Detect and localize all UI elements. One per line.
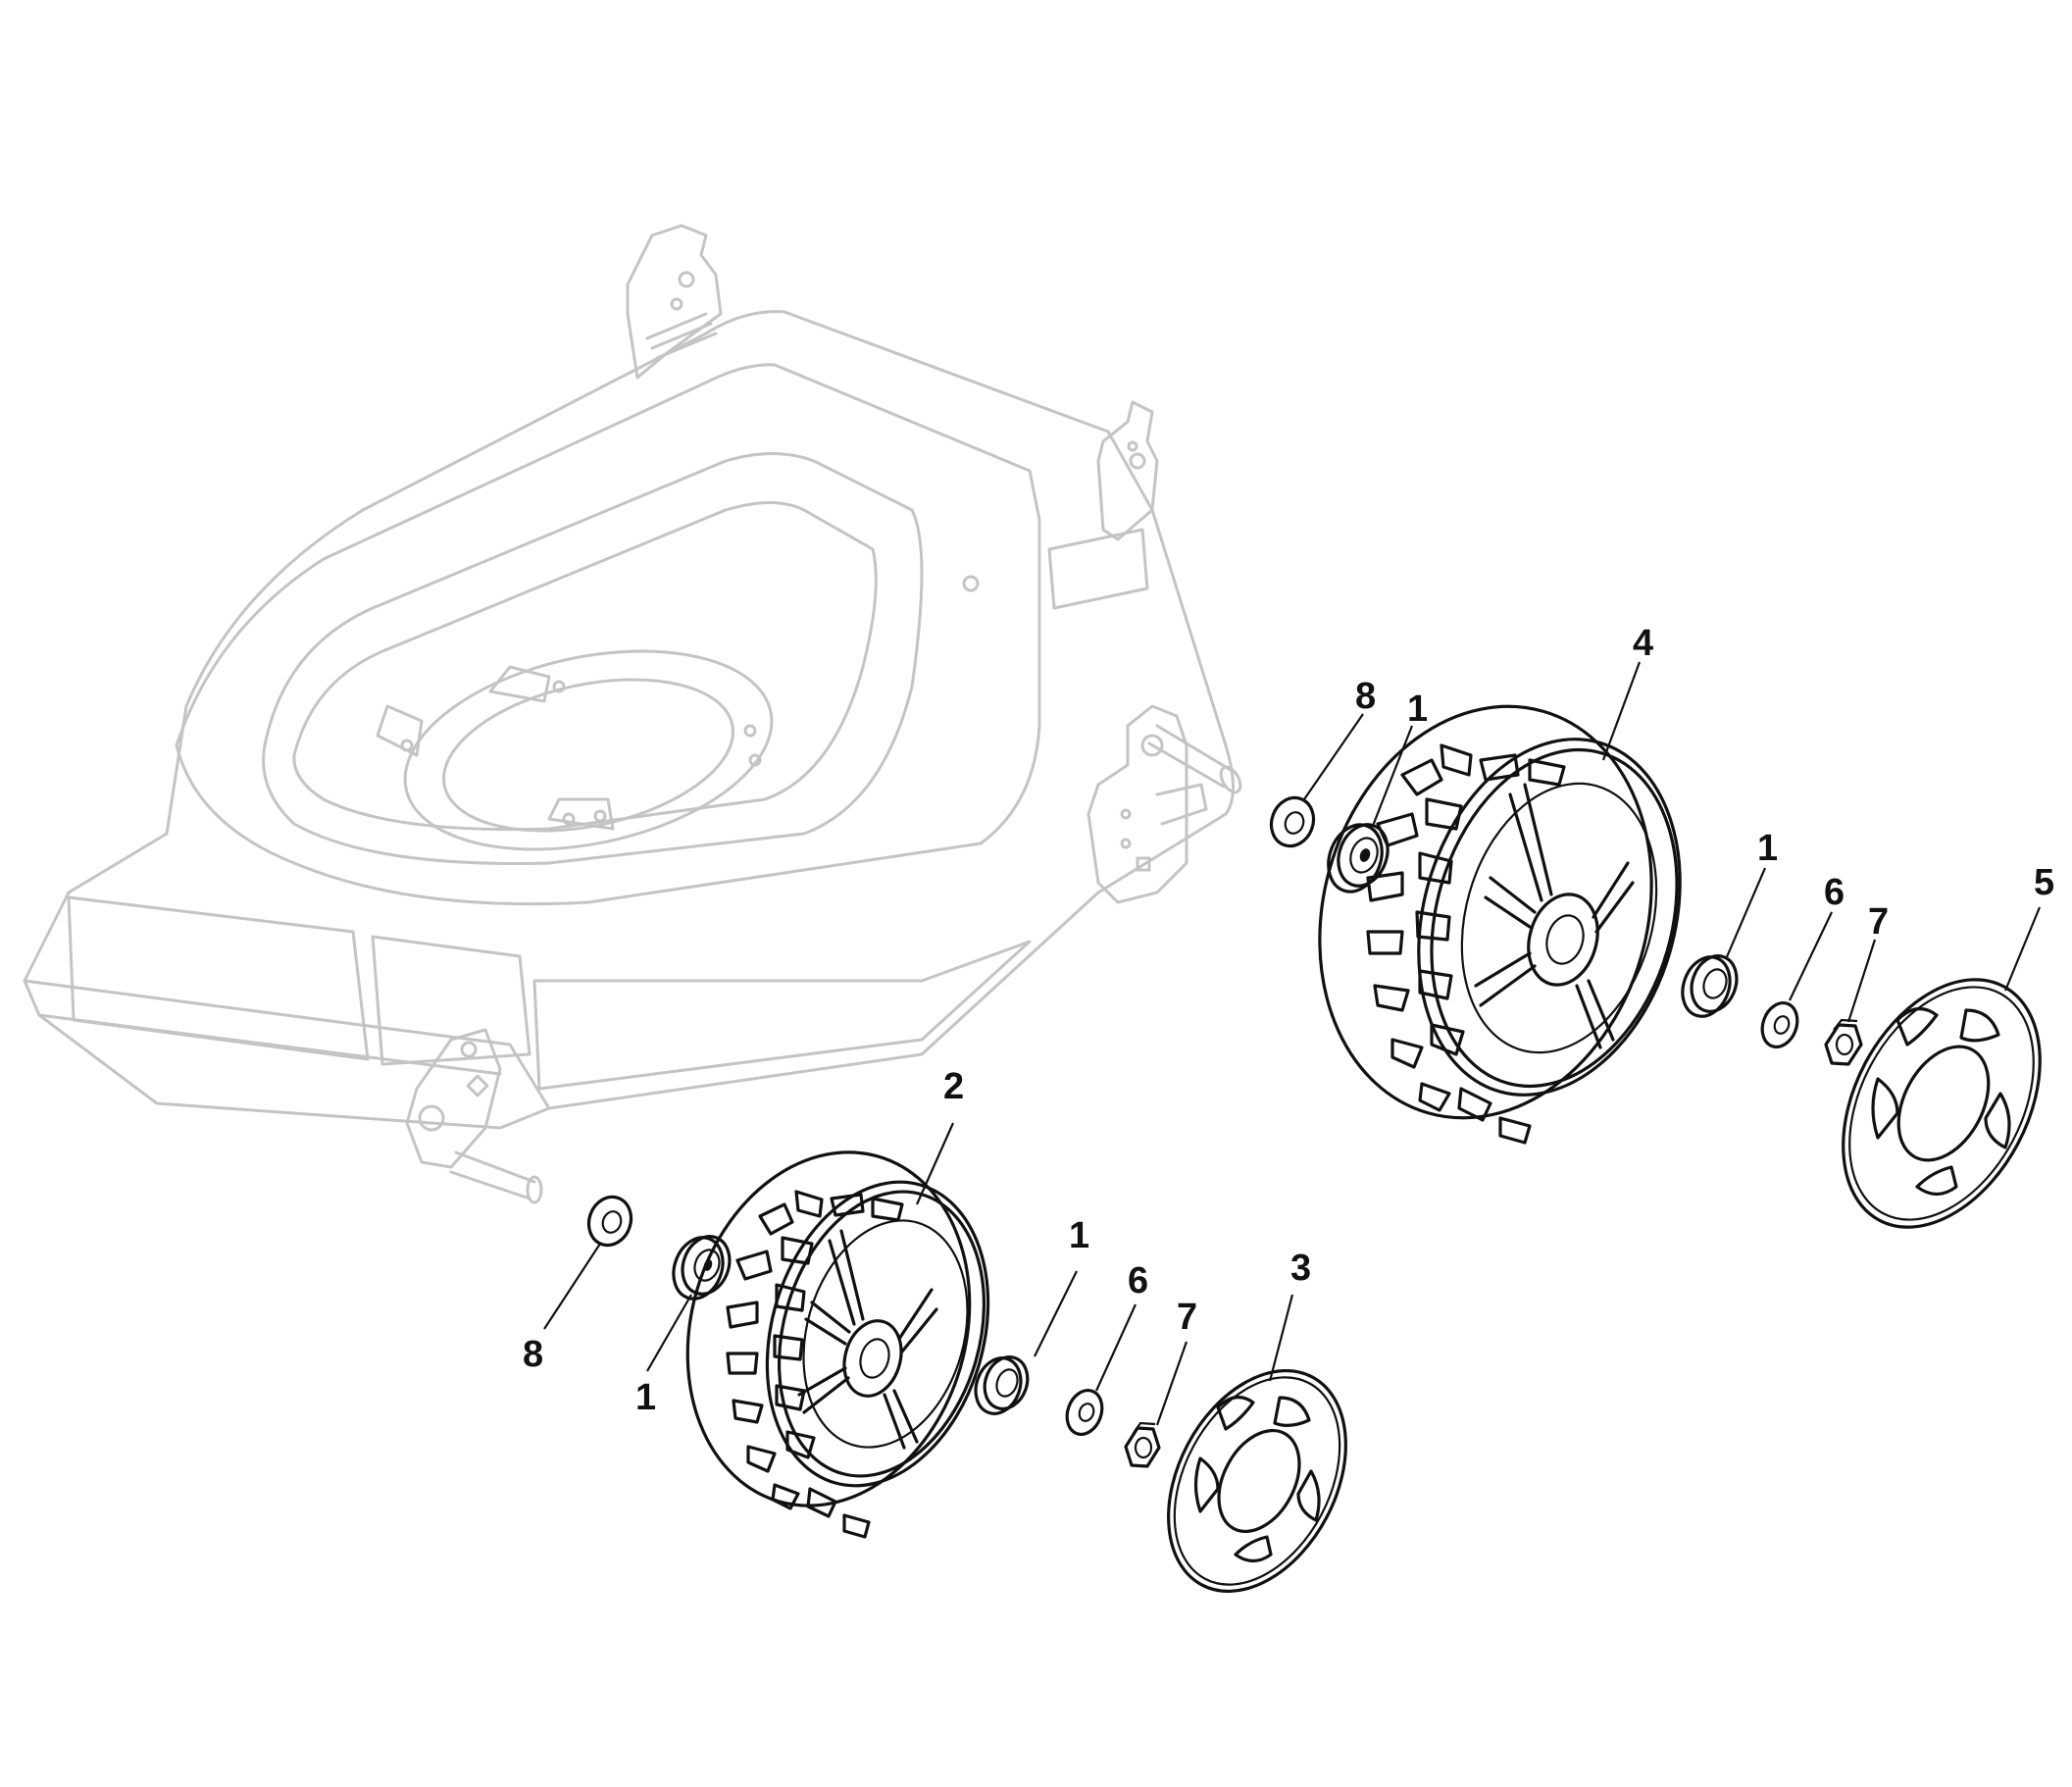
callout-left-outer-bearing: 1 [1069, 1215, 1089, 1256]
right-wheel [1318, 704, 1682, 1145]
callout-right-inner-bearing: 1 [1407, 689, 1428, 730]
leader-left-outer-washer [1094, 1303, 1137, 1392]
callout-right-wheel: 4 [1633, 623, 1653, 664]
mower-deck [23, 224, 1242, 1204]
callout-right-hubcap: 5 [2034, 862, 2054, 903]
callout-labels: 4 8 1 1 6 7 5 2 8 1 1 6 7 3 [523, 623, 2054, 1418]
right-outer-bearing [1681, 954, 1739, 1018]
leader-right-inner-washer [1303, 713, 1364, 800]
leader-right-hubcap [2003, 906, 2042, 992]
callout-right-outer-washer: 6 [1824, 872, 1845, 913]
left-nut [1124, 1421, 1161, 1468]
right-nut [1824, 1018, 1863, 1066]
left-wheel-assembly [586, 1150, 1347, 1594]
callout-right-outer-bearing: 1 [1757, 828, 1778, 869]
leader-left-hubcap [1268, 1294, 1294, 1382]
callout-left-nut: 7 [1177, 1297, 1197, 1338]
leader-lines [543, 661, 2042, 1426]
leader-right-inner-bearing [1371, 725, 1414, 827]
left-outer-bearing [974, 1355, 1030, 1415]
callout-left-outer-washer: 6 [1128, 1260, 1148, 1302]
leader-left-nut [1155, 1341, 1188, 1426]
leader-right-outer-washer [1789, 911, 1833, 1001]
right-outer-washer [1760, 1001, 1799, 1048]
callout-right-inner-washer: 8 [1355, 676, 1376, 717]
leader-left-inner-washer [543, 1243, 601, 1330]
leader-right-wheel [1601, 661, 1642, 761]
left-hubcap [1167, 1368, 1347, 1594]
leader-right-outer-bearing [1724, 867, 1767, 960]
leader-left-wheel [915, 1122, 955, 1205]
callout-left-inner-bearing: 1 [635, 1377, 656, 1418]
left-wheel [685, 1150, 990, 1539]
callout-left-inner-washer: 8 [523, 1334, 543, 1375]
leader-left-outer-bearing [1034, 1270, 1078, 1357]
left-outer-washer [1065, 1389, 1104, 1436]
left-inner-bearing [672, 1235, 732, 1301]
right-inner-washer [1269, 795, 1316, 848]
left-inner-washer [586, 1195, 633, 1248]
right-inner-bearing [1327, 823, 1390, 894]
callout-left-wheel: 2 [943, 1066, 964, 1107]
callout-left-hubcap: 3 [1290, 1248, 1311, 1289]
leader-left-inner-bearing [646, 1294, 692, 1372]
leader-right-nut [1846, 939, 1877, 1023]
right-hubcap [1842, 978, 2042, 1229]
callout-right-nut: 7 [1868, 901, 1889, 943]
right-wheel-assembly [1269, 704, 2042, 1229]
